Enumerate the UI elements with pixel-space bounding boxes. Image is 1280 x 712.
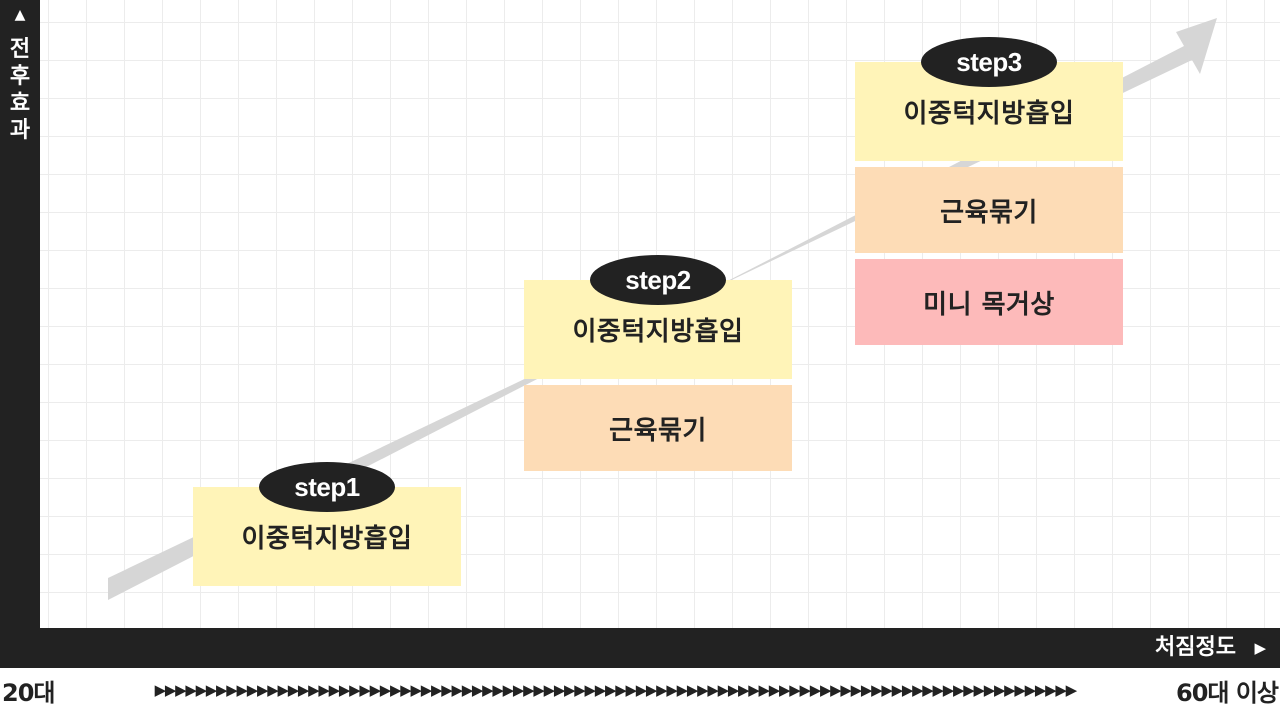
up-arrow-icon: ▲: [14, 7, 26, 23]
step1-box-fat-removal: 이중턱지방흡입: [193, 487, 461, 586]
age-scale-start: 20대: [2, 678, 55, 707]
step2-box-muscle-tie: 근육묶기: [524, 385, 792, 471]
step2-badge: step2: [590, 255, 726, 305]
y-axis-label: 전후효과: [9, 37, 31, 143]
step3-box-muscle-tie: 근육묶기: [855, 167, 1123, 253]
y-axis-bar: ▲ 전후효과: [0, 0, 40, 628]
x-axis-label: 처짐정도: [1155, 635, 1236, 660]
right-arrow-icon: ▶: [1254, 639, 1266, 657]
diagram-area: 이중턱지방흡입 step1 이중턱지방흡입 근육묶기 step2 이중턱지방흡입…: [40, 0, 1280, 628]
arrow-row-icon: ▶▶▶▶▶▶▶▶▶▶▶▶▶▶▶▶▶▶▶▶▶▶▶▶▶▶▶▶▶▶▶▶▶▶▶▶▶▶▶▶…: [154, 681, 1078, 699]
age-scale-end: 60대 이상: [1176, 678, 1279, 707]
step3-badge: step3: [921, 37, 1057, 87]
step1-badge: step1: [259, 462, 395, 512]
step3-box-mini-necklift: 미니 목거상: [855, 259, 1123, 345]
trend-arrow-shape: [108, 18, 1217, 600]
age-scale: 20대 ▶▶▶▶▶▶▶▶▶▶▶▶▶▶▶▶▶▶▶▶▶▶▶▶▶▶▶▶▶▶▶▶▶▶▶▶…: [0, 668, 1280, 712]
x-axis-bar: 처짐정도 ▶: [0, 628, 1280, 668]
trend-arrow: [108, 18, 1217, 600]
